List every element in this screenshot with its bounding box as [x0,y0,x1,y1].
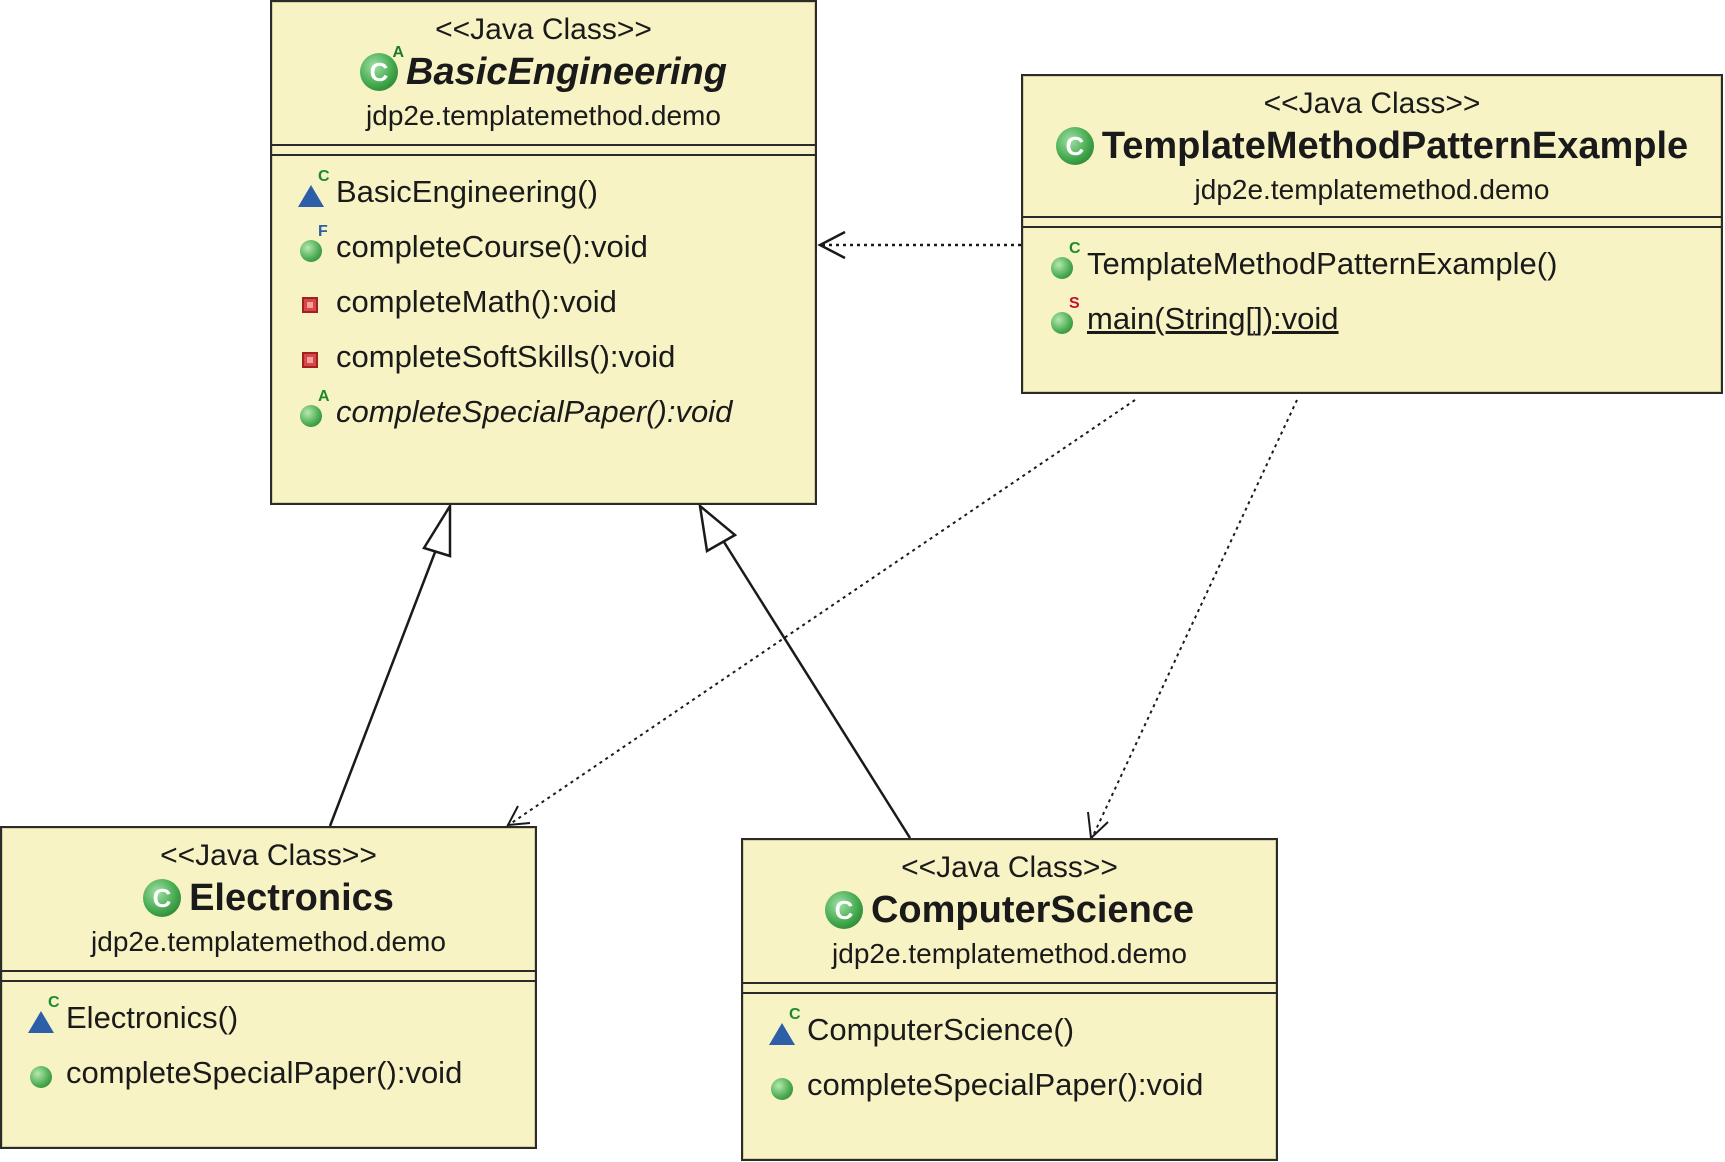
stereotype-label: <<Java Class>> [435,13,652,46]
public-abstract-method-icon: A [296,388,330,429]
dependency-arrowhead-electronics [506,805,531,827]
stereotype-label: <<Java Class>> [901,851,1118,884]
protected-constructor-icon: C [26,994,60,1035]
protected-constructor-icon: C [296,168,330,209]
operation-item[interactable]: C ComputerScience() [767,1002,1276,1057]
operation-item[interactable]: C TemplateMethodPatternExample() [1047,236,1721,291]
class-box-electronics[interactable]: <<Java Class>> C Electronics jdp2e.templ… [0,826,537,1149]
operations-list: C TemplateMethodPatternExample() S main(… [1023,228,1721,346]
operations-list: C ComputerScience() completeSpecialPaper… [743,994,1276,1112]
class-name: C ComputerScience [743,886,1276,934]
stereotype-label: <<Java Class>> [1263,87,1481,120]
attributes-divider [743,982,1276,984]
generalization-electronics-to-basic [328,546,439,827]
operation-item[interactable]: completeSoftSkills():void [296,329,815,384]
operation-item[interactable]: C Electronics() [26,990,535,1045]
class-header: <<Java Class>> C TemplateMethodPatternEx… [1023,76,1721,210]
generalization-arrowhead-cs [698,502,738,553]
class-icon: C [143,879,182,917]
operations-divider [743,992,1276,994]
private-method-icon [296,340,330,374]
public-method-icon [767,1068,801,1102]
attributes-divider [272,144,815,146]
dependency-example-to-cs [1091,399,1298,839]
dependency-arrowhead-basic [817,230,846,260]
public-static-method-icon: S [1047,295,1081,336]
class-header: <<Java Class>> C Electronics jdp2e.templ… [2,828,535,962]
operations-divider [272,154,815,156]
operation-item[interactable]: completeSpecialPaper():void [767,1057,1276,1112]
public-constructor-icon: C [1047,240,1081,281]
class-box-computerscience[interactable]: <<Java Class>> C ComputerScience jdp2e.t… [741,838,1278,1161]
operation-item[interactable]: completeSpecialPaper():void [26,1045,535,1100]
attributes-divider [2,970,535,972]
operations-list: C BasicEngineering() F completeCourse():… [272,156,815,439]
class-name: C Electronics [2,874,535,922]
stereotype-label: <<Java Class>> [160,839,377,872]
operations-divider [1023,226,1721,228]
attributes-divider [1023,216,1721,218]
package-label: jdp2e.templatemethod.demo [1194,174,1550,205]
public-method-icon [26,1056,60,1090]
class-icon: C [1055,127,1094,165]
private-method-icon [296,285,330,319]
operations-list: C Electronics() completeSpecialPaper():v… [2,982,535,1100]
public-final-method-icon: F [296,223,330,264]
operation-item[interactable]: S main(String[]):void [1047,291,1721,346]
package-label: jdp2e.templatemethod.demo [832,938,1187,969]
class-icon: C [824,891,863,929]
generalization-arrowhead-electronics [422,501,452,558]
operation-item[interactable]: C BasicEngineering() [296,164,815,219]
generalization-cs-to-basic [722,541,912,839]
package-label: jdp2e.templatemethod.demo [366,100,721,131]
class-name: C TemplateMethodPatternExample [1023,122,1721,170]
class-header: <<Java Class>> C ComputerScience jdp2e.t… [743,840,1276,974]
operation-item[interactable]: A completeSpecialPaper():void [296,384,815,439]
package-label: jdp2e.templatemethod.demo [91,926,446,957]
operation-item[interactable]: F completeCourse():void [296,219,815,274]
class-box-templatemethodpatternexample[interactable]: <<Java Class>> C TemplateMethodPatternEx… [1021,74,1723,394]
operation-item[interactable]: completeMath():void [296,274,815,329]
operations-divider [2,980,535,982]
protected-constructor-icon: C [767,1006,801,1047]
